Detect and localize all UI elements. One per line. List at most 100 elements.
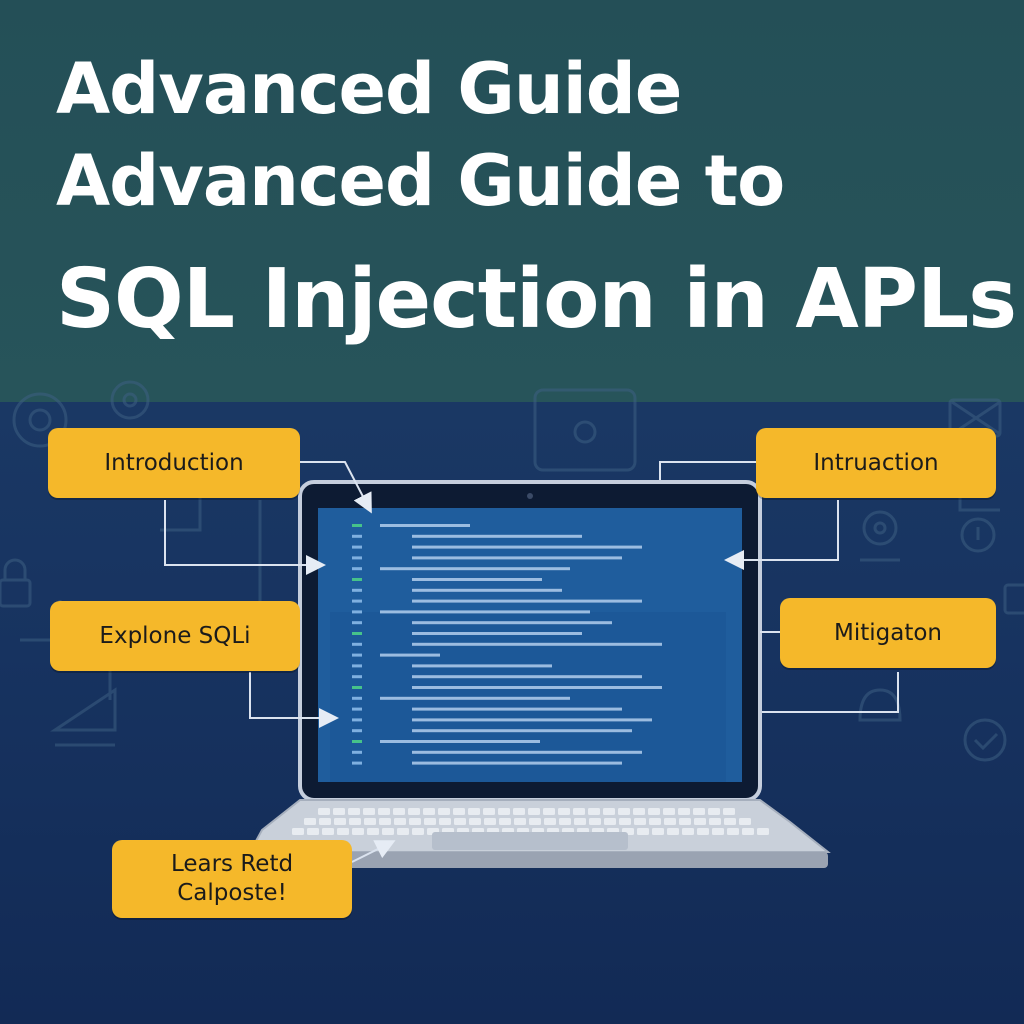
line-number xyxy=(352,740,362,743)
line-number xyxy=(352,729,362,733)
code-line xyxy=(412,675,642,679)
keyboard-key xyxy=(757,828,769,835)
keyboard-key xyxy=(633,808,645,815)
keyboard-key xyxy=(364,818,376,825)
keyboard-key xyxy=(667,828,679,835)
line-number xyxy=(352,567,362,571)
line-number xyxy=(352,686,362,689)
keyboard-key xyxy=(352,828,364,835)
code-line xyxy=(412,534,582,538)
line-number xyxy=(352,675,362,679)
explore-sqli-label[interactable]: Explone SQLi xyxy=(50,601,300,671)
connector-intruaction-2 xyxy=(724,500,839,570)
keyboard-key xyxy=(438,808,450,815)
keyboard-key xyxy=(469,818,481,825)
code-line xyxy=(412,664,552,668)
code-line xyxy=(412,545,642,549)
line-number xyxy=(352,653,362,657)
keyboard-key xyxy=(408,808,420,815)
connector-explore xyxy=(249,672,339,728)
code-line xyxy=(380,567,570,571)
line-number xyxy=(352,556,362,560)
code-line xyxy=(412,707,622,711)
keyboard-key xyxy=(559,818,571,825)
code-line xyxy=(380,610,590,614)
connector-learn xyxy=(351,840,396,863)
keyboard-key xyxy=(529,818,541,825)
keyboard-key xyxy=(652,828,664,835)
connector-introduction xyxy=(300,461,372,514)
keyboard-key xyxy=(573,808,585,815)
trackpad xyxy=(432,832,628,850)
keyboard-key xyxy=(412,828,424,835)
introduction-label[interactable]: Introduction xyxy=(48,428,300,498)
keyboard-key xyxy=(337,828,349,835)
keyboard-key xyxy=(697,828,709,835)
keyboard-key xyxy=(709,818,721,825)
keyboard-key xyxy=(742,828,754,835)
keyboard-key xyxy=(637,828,649,835)
keyboard-key xyxy=(693,808,705,815)
keyboard-key xyxy=(558,808,570,815)
connector-introduction-2 xyxy=(164,500,326,575)
code-line xyxy=(380,696,570,700)
keyboard-key xyxy=(694,818,706,825)
code-line xyxy=(412,599,642,603)
keyboard-key xyxy=(397,828,409,835)
code-line xyxy=(412,556,622,560)
keyboard-key xyxy=(619,818,631,825)
keyboard-key xyxy=(514,818,526,825)
line-number xyxy=(352,718,362,722)
keyboard-key xyxy=(712,828,724,835)
keyboard-key xyxy=(468,808,480,815)
keyboard-key xyxy=(513,808,525,815)
intruaction-label[interactable]: Intruaction xyxy=(756,428,996,498)
keyboard-key xyxy=(378,808,390,815)
keyboard-key xyxy=(484,818,496,825)
keyboard-key xyxy=(349,818,361,825)
code-line xyxy=(380,653,440,657)
mitigation-label[interactable]: Mitigaton xyxy=(780,598,996,668)
line-number xyxy=(352,664,362,668)
keyboard-key xyxy=(393,808,405,815)
keyboard-key xyxy=(363,808,375,815)
webcam-icon xyxy=(527,493,533,499)
keyboard-key xyxy=(739,818,751,825)
code-line xyxy=(412,761,622,765)
keyboard-key xyxy=(382,828,394,835)
connector-intruaction xyxy=(659,461,757,480)
learn-label[interactable]: Lears Retd Calposte! xyxy=(112,840,352,918)
line-number xyxy=(352,588,362,592)
keyboard-key xyxy=(322,828,334,835)
keyboard-key xyxy=(604,818,616,825)
line-number xyxy=(352,621,362,625)
line-number xyxy=(352,707,362,711)
keyboard-key xyxy=(454,818,466,825)
keyboard-key xyxy=(603,808,615,815)
keyboard-key xyxy=(292,828,304,835)
line-number xyxy=(352,524,362,527)
code-line xyxy=(380,740,540,743)
header-banner: Advanced Guide Advanced Guide to SQL Inj… xyxy=(0,0,1024,402)
keyboard-key xyxy=(723,808,735,815)
code-line xyxy=(412,718,652,722)
keyboard-key xyxy=(499,818,511,825)
code-line xyxy=(412,588,562,592)
keyboard-key xyxy=(727,828,739,835)
title-line-3: SQL Injection in APLs xyxy=(56,252,1017,347)
keyboard-key xyxy=(543,808,555,815)
keyboard-key xyxy=(528,808,540,815)
keyboard-key xyxy=(348,808,360,815)
line-number xyxy=(352,696,362,700)
code-line xyxy=(412,750,642,754)
line-number xyxy=(352,545,362,549)
keyboard-key xyxy=(334,818,346,825)
keyboard-key xyxy=(439,818,451,825)
code-line xyxy=(412,686,662,689)
keyboard-key xyxy=(574,818,586,825)
line-number xyxy=(352,632,362,635)
keyboard-key xyxy=(634,818,646,825)
keyboard-key xyxy=(424,818,436,825)
keyboard-key xyxy=(409,818,421,825)
